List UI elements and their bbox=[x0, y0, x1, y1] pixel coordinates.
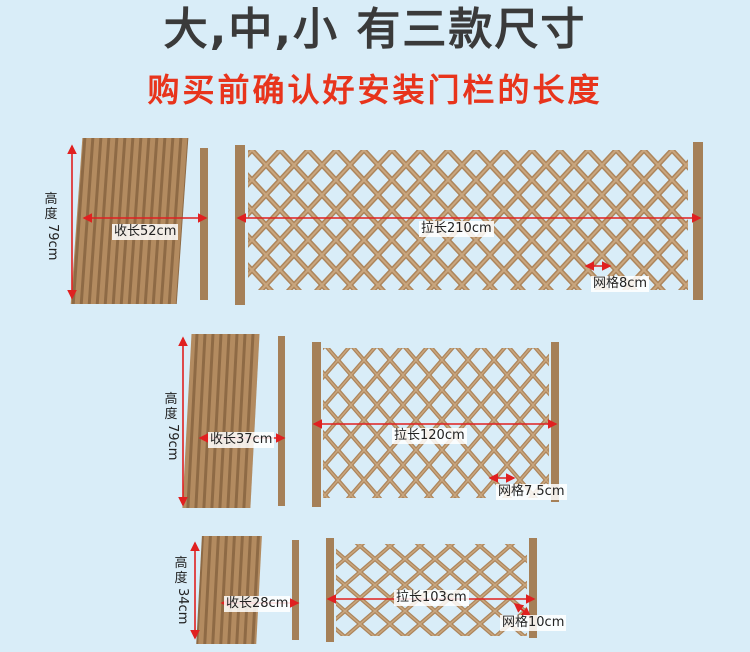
medium-collapsed-label: 收长37cm bbox=[208, 432, 275, 448]
medium-collapsed-fence bbox=[182, 334, 285, 508]
page-subtitle: 购买前确认好安装门栏的长度 bbox=[147, 71, 603, 109]
large-height-value: 79cm bbox=[45, 224, 60, 261]
small-height-value: 34cm bbox=[175, 588, 190, 625]
small-height-label: 高度 bbox=[174, 556, 188, 586]
medium-extended-label: 拉长120cm bbox=[392, 428, 467, 444]
small-extended-label: 拉长103cm bbox=[394, 590, 469, 606]
measure-lines bbox=[67, 144, 702, 640]
large-collapsed-fence bbox=[70, 138, 208, 304]
page-title: 大,中,小 有三款尺寸 bbox=[163, 4, 587, 55]
small-grid-label: 网格10cm bbox=[500, 615, 567, 631]
medium-height-value: 79cm bbox=[165, 424, 180, 461]
large-height-label: 高度 bbox=[44, 192, 58, 222]
small-collapsed-label: 收长28cm bbox=[224, 596, 291, 612]
large-collapsed-label: 收长52cm bbox=[112, 224, 179, 240]
large-grid-label: 网格8cm bbox=[591, 276, 650, 292]
medium-grid-label: 网格7.5cm bbox=[496, 484, 567, 500]
large-extended-label: 拉长210cm bbox=[419, 221, 494, 237]
small-collapsed-fence bbox=[196, 536, 299, 644]
medium-height-label: 高度 bbox=[164, 392, 178, 422]
